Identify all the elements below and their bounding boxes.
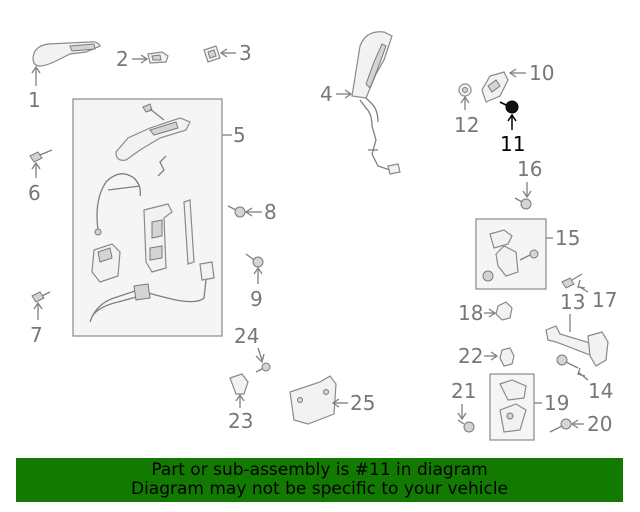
part-6-bolt: 6 <box>28 149 53 205</box>
part-19-striker: 19 <box>489 373 569 441</box>
footer-banner: Part or sub-assembly is #11 in diagram D… <box>16 458 623 502</box>
part-1-exterior-handle: 1 <box>28 41 101 112</box>
part-15-check-assembly: 15 <box>475 218 580 290</box>
part-3-cap: 3 <box>203 41 252 65</box>
part-8-bolt: 8 <box>227 200 277 224</box>
callout-18: 18 <box>458 301 483 325</box>
callout-13: 13 <box>560 290 585 314</box>
callout-16: 16 <box>517 157 542 181</box>
callout-8: 8 <box>264 200 277 224</box>
callout-24: 24 <box>234 324 259 348</box>
part-23-bracket: 23 <box>228 373 253 433</box>
callout-3: 3 <box>239 41 252 65</box>
part-11-bolt: 11 <box>499 100 525 156</box>
callout-14: 14 <box>588 379 613 403</box>
part-16-bolt: 16 <box>514 157 542 210</box>
callout-20: 20 <box>587 412 612 436</box>
callout-7: 7 <box>30 323 43 347</box>
callout-22: 22 <box>458 344 483 368</box>
part-14-bolt: 14 <box>556 354 613 403</box>
part-12-nut: 12 <box>454 83 479 137</box>
callout-17: 17 <box>592 288 617 312</box>
part-13-check-strap: 13 <box>545 290 609 367</box>
part-4-channel: 4 <box>320 31 401 175</box>
callout-10: 10 <box>529 61 554 85</box>
part-5-latch-assembly: 5 <box>72 98 246 337</box>
part-7-bolt: 7 <box>30 291 51 347</box>
part-17-bolt: 17 <box>561 273 617 312</box>
callout-12: 12 <box>454 113 479 137</box>
callout-9: 9 <box>250 287 263 311</box>
callout-4: 4 <box>320 82 333 106</box>
part-10-hinge: 10 <box>481 61 554 103</box>
footer-line-1: Part or sub-assembly is #11 in diagram <box>151 460 488 480</box>
callout-1: 1 <box>28 88 41 112</box>
part-20-bolt: 20 <box>549 412 612 436</box>
callout-23: 23 <box>228 409 253 433</box>
callout-6: 6 <box>28 181 41 205</box>
callout-25: 25 <box>350 391 375 415</box>
parts-diagram: 1 2 3 5 <box>28 31 617 441</box>
callout-15: 15 <box>555 226 580 250</box>
part-22-clip: 22 <box>458 344 515 368</box>
part-9-screw: 9 <box>245 253 264 311</box>
part-2-clip: 2 <box>116 47 169 71</box>
callout-19: 19 <box>544 391 569 415</box>
callout-21: 21 <box>451 379 476 403</box>
callout-5: 5 <box>233 123 246 147</box>
footer-line-2: Diagram may not be specific to your vehi… <box>130 479 508 499</box>
part-25-plate: 25 <box>289 375 375 425</box>
callout-2: 2 <box>116 47 129 71</box>
part-24-bolt: 24 <box>234 324 271 373</box>
part-21-bolt: 21 <box>451 379 476 433</box>
part-18-grommet: 18 <box>458 301 513 325</box>
callout-11: 11 <box>500 132 525 156</box>
